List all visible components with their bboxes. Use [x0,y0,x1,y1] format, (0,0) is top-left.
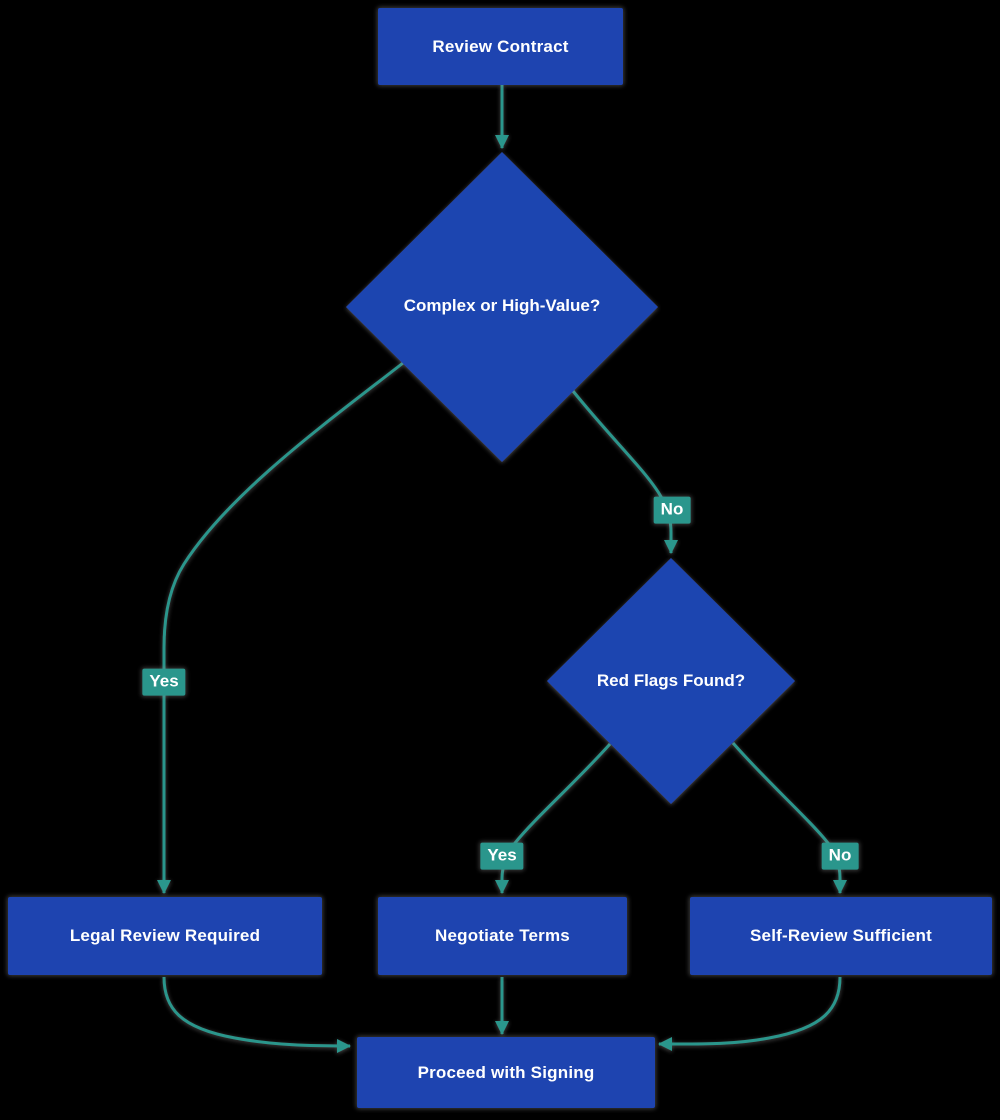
node-negotiate-terms: Negotiate Terms [378,897,627,975]
edge-label-complex-yes: Yes [142,668,186,696]
edge-redflags-yes-to-negotiate [495,742,612,894]
edge-redflags-no-to-selfreview [731,742,847,894]
edge-complex-no-to-redflags [571,390,678,554]
node-self-review-sufficient-label: Self-Review Sufficient [750,926,932,945]
edge-label-complex-no: No [653,496,691,524]
edge-legal-to-proceed [162,976,351,1053]
node-proceed-with-signing: Proceed with Signing [357,1037,655,1108]
node-self-review-sufficient: Self-Review Sufficient [690,897,992,975]
edge-selfreview-to-proceed [658,976,842,1052]
node-legal-review-required-label: Legal Review Required [69,926,261,945]
edge-complex-yes-to-legal [157,361,404,894]
decision-red-flags-found-shape [547,558,795,804]
edge-label-redflags-no: No [821,842,859,870]
decision-complex-or-high-value-shape [346,152,658,462]
node-proceed-with-signing-label: Proceed with Signing [417,1062,595,1082]
node-legal-review-required: Legal Review Required [8,897,322,975]
node-review-contract: Review Contract [378,8,623,85]
node-negotiate-terms-label: Negotiate Terms [435,926,570,945]
edge-label-redflags-yes: Yes [480,842,524,870]
node-review-contract-label: Review Contract [432,36,569,56]
